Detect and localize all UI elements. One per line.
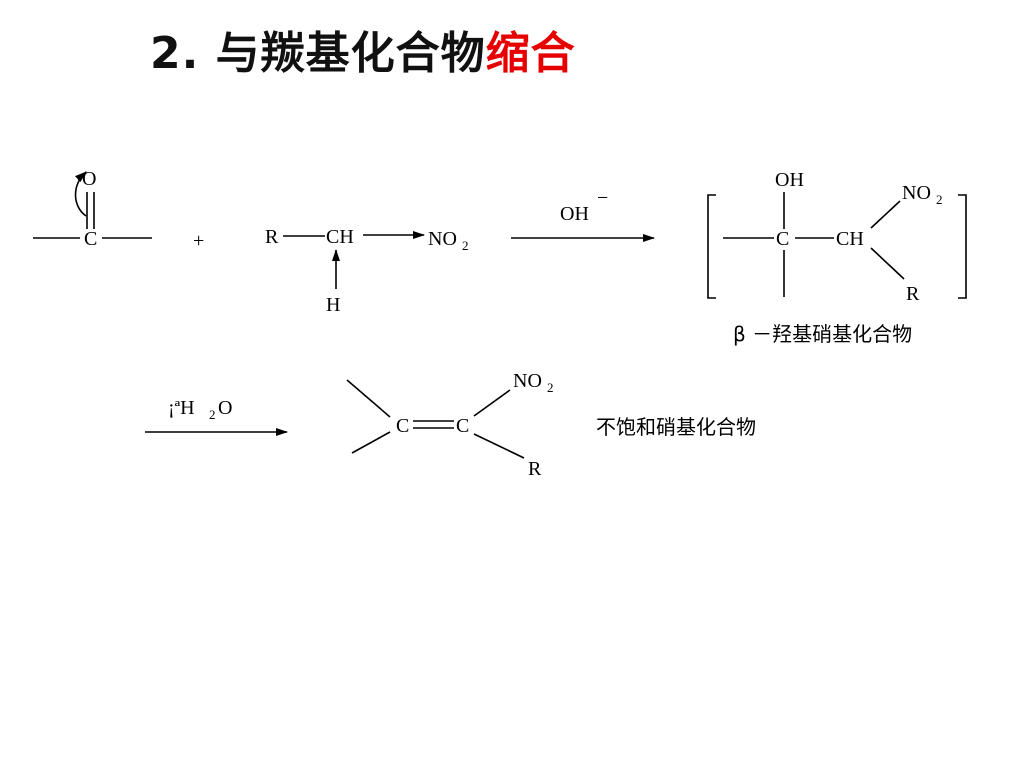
reaction-arrow-2: ¡ªH 2 O bbox=[145, 397, 288, 436]
product1-NO-subscript: 2 bbox=[936, 192, 943, 207]
reagent-dehydration-prefix: ¡ªH bbox=[168, 397, 195, 419]
nitroalkane: R CH NO 2 H bbox=[265, 226, 469, 316]
product2-NO-subscript: 2 bbox=[547, 380, 554, 395]
carbonyl-oxygen: O bbox=[82, 168, 96, 190]
right-bracket bbox=[958, 194, 967, 299]
product1-OH: OH bbox=[775, 169, 804, 191]
nitroalkane-CH: CH bbox=[326, 226, 354, 248]
product2-R-bond bbox=[473, 433, 525, 459]
product1-caption: β －羟基硝基化合物 bbox=[733, 322, 912, 346]
electron-shift-arrow bbox=[74, 171, 87, 217]
reagent-dehydration-subscript: 2 bbox=[209, 407, 216, 422]
product2-C1: C bbox=[396, 415, 409, 437]
plus-sign: + bbox=[193, 230, 204, 252]
product2-C2: C bbox=[456, 415, 469, 437]
product1-NO2-bond bbox=[870, 200, 901, 229]
product2-upper-left-bond bbox=[346, 379, 391, 418]
nitroalkane-NO-subscript: 2 bbox=[462, 238, 469, 253]
product2-R: R bbox=[528, 458, 542, 480]
left-bracket bbox=[707, 194, 716, 299]
product2-lower-left-bond bbox=[351, 431, 391, 454]
product2-NO: NO bbox=[513, 370, 542, 392]
title-highlight: 缩合 bbox=[485, 28, 576, 79]
reagent-hydroxide-charge: − bbox=[597, 187, 608, 209]
reagent-dehydration-O: O bbox=[218, 397, 232, 419]
nitroalkane-R: R bbox=[265, 226, 279, 248]
reaction-arrow-1: OH − bbox=[511, 187, 655, 242]
slide-title: 2. 与羰基化合物缩合 bbox=[150, 28, 576, 79]
unsaturated-nitro-product: C C NO 2 R bbox=[346, 370, 554, 480]
title-main: 2. 与羰基化合物 bbox=[150, 28, 486, 79]
product1-R: R bbox=[906, 283, 920, 305]
product2-NO2-bond bbox=[473, 389, 511, 417]
carbonyl-compound: O C bbox=[33, 168, 152, 250]
reagent-hydroxide: OH bbox=[560, 203, 589, 225]
carbonyl-carbon: C bbox=[84, 228, 97, 250]
nitroalkane-H: H bbox=[326, 294, 340, 316]
beta-hydroxy-nitro-product: OH C CH NO 2 R bbox=[707, 169, 967, 305]
product1-R-bond bbox=[870, 247, 905, 280]
product1-CH: CH bbox=[836, 228, 864, 250]
product2-caption: 不饱和硝基化合物 bbox=[596, 415, 756, 439]
product1-C: C bbox=[776, 228, 789, 250]
nitroalkane-NO: NO bbox=[428, 228, 457, 250]
product1-NO: NO bbox=[902, 182, 931, 204]
